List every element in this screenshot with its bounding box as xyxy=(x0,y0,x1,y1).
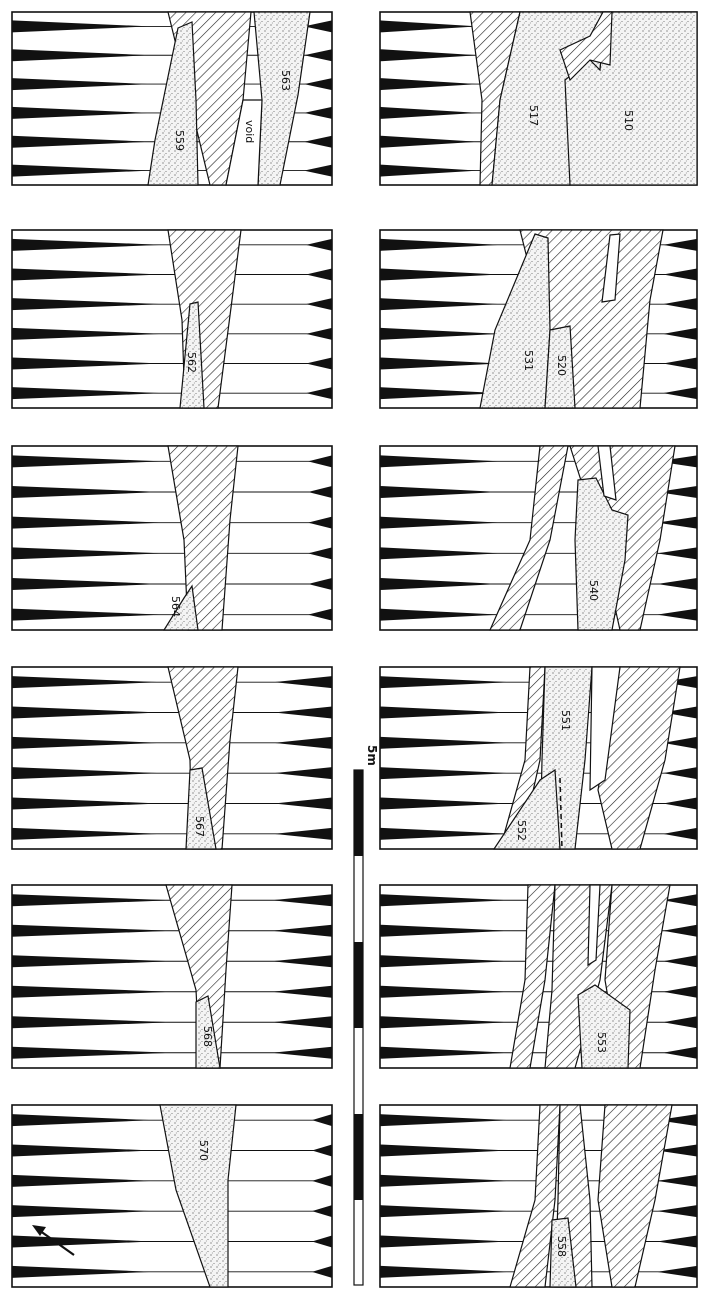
panel-A3: 564 xyxy=(12,446,332,630)
panel-B6: 558 xyxy=(380,1105,697,1287)
panel-label: 517 xyxy=(527,105,540,126)
panel-A2: 562 xyxy=(12,230,332,408)
scale-bar: 5m xyxy=(354,745,379,1285)
panel-label: 559 xyxy=(173,130,186,151)
panel-label: 540 xyxy=(587,580,600,601)
panel-label: 563 xyxy=(279,70,292,91)
panel-label: 553 xyxy=(595,1032,608,1053)
panel-B3: 540 xyxy=(380,446,697,630)
panel-label: 562 xyxy=(185,352,198,373)
void-label: void xyxy=(243,120,256,143)
panel-label: 531 xyxy=(522,350,535,371)
panel-label: 552 xyxy=(515,820,528,841)
panel-label: 564 xyxy=(169,596,182,617)
panel-label: 570 xyxy=(197,1140,210,1161)
panel-label: 510 xyxy=(622,110,635,131)
panel-label: 567 xyxy=(193,816,206,837)
panel-label: 558 xyxy=(555,1236,568,1257)
panel-label: 520 xyxy=(555,355,568,376)
panel-label: 568 xyxy=(201,1026,214,1047)
panel-A6: 570 xyxy=(12,1105,332,1287)
panel-B4: 551 552 xyxy=(380,667,697,849)
scale-label: 5m xyxy=(365,745,379,766)
panel-B2: 531 520 xyxy=(380,230,697,408)
panel-A5: 568 xyxy=(12,885,332,1068)
panel-label: 551 xyxy=(559,710,572,731)
panel-B5: 553 xyxy=(380,885,697,1068)
panel-A4: 567 xyxy=(12,667,332,849)
panel-A1: 559 563 void xyxy=(12,12,332,185)
panel-B1: 517 510 xyxy=(380,12,697,185)
